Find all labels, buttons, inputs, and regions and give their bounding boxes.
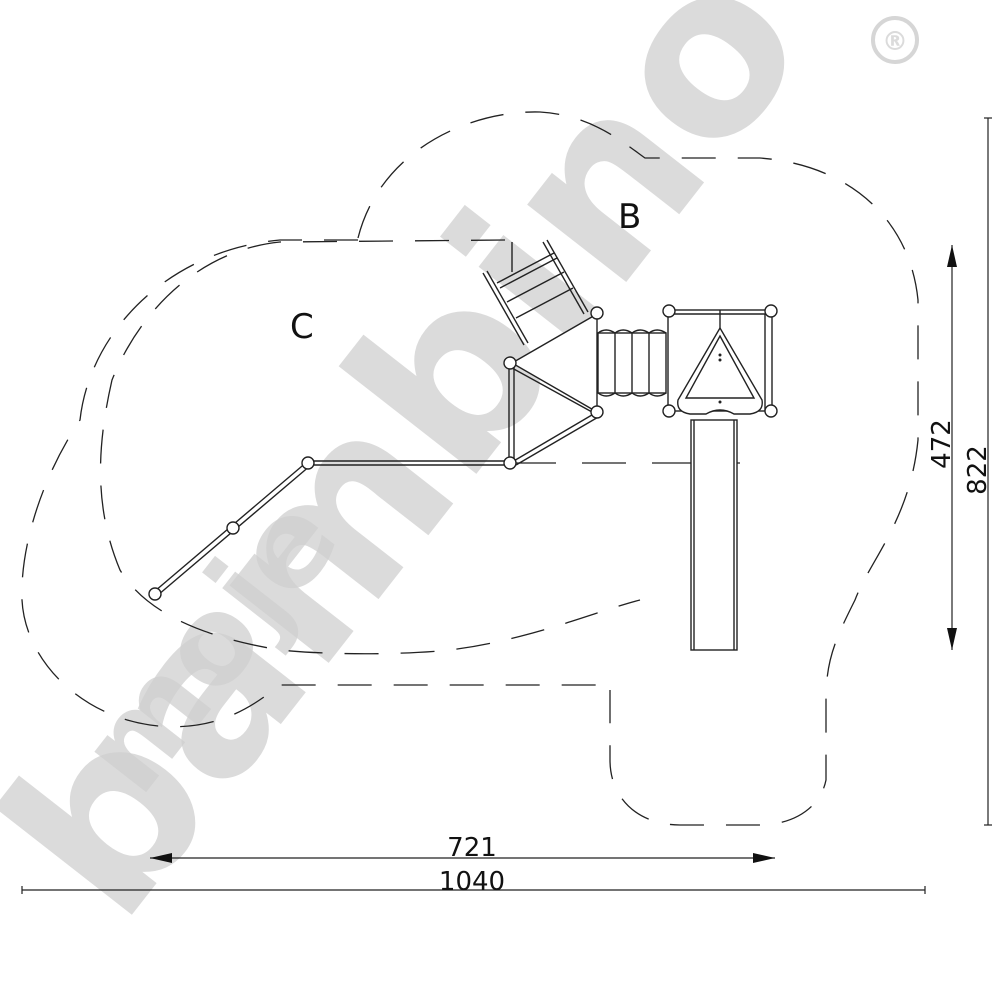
safety-zone-outlines (21, 111, 919, 826)
registered-mark-text: ® (882, 27, 908, 57)
tower (667, 309, 773, 415)
dimension-721: 721 (447, 833, 497, 863)
zone-b-boundary (357, 111, 919, 826)
zone-label-b: B (618, 197, 641, 237)
zone-c-inner (99, 239, 641, 655)
zone-c-boundary (21, 239, 610, 728)
dimension-lines: 721 1040 472 822 (21, 117, 993, 897)
climbing-ladder (482, 239, 589, 346)
slide (690, 419, 738, 651)
dimension-472: 472 (927, 419, 957, 469)
posts (148, 304, 778, 601)
dimension-1040: 1040 (439, 867, 505, 897)
tower-roof (677, 326, 763, 415)
triangular-platform (508, 312, 601, 466)
playground-equipment (148, 239, 778, 651)
registered-mark-icon (871, 16, 919, 64)
watermark-logo: ® bambino moje (0, 0, 919, 964)
dimension-822: 822 (963, 445, 993, 495)
zone-label-c: C (290, 307, 314, 347)
bridge (597, 329, 667, 397)
